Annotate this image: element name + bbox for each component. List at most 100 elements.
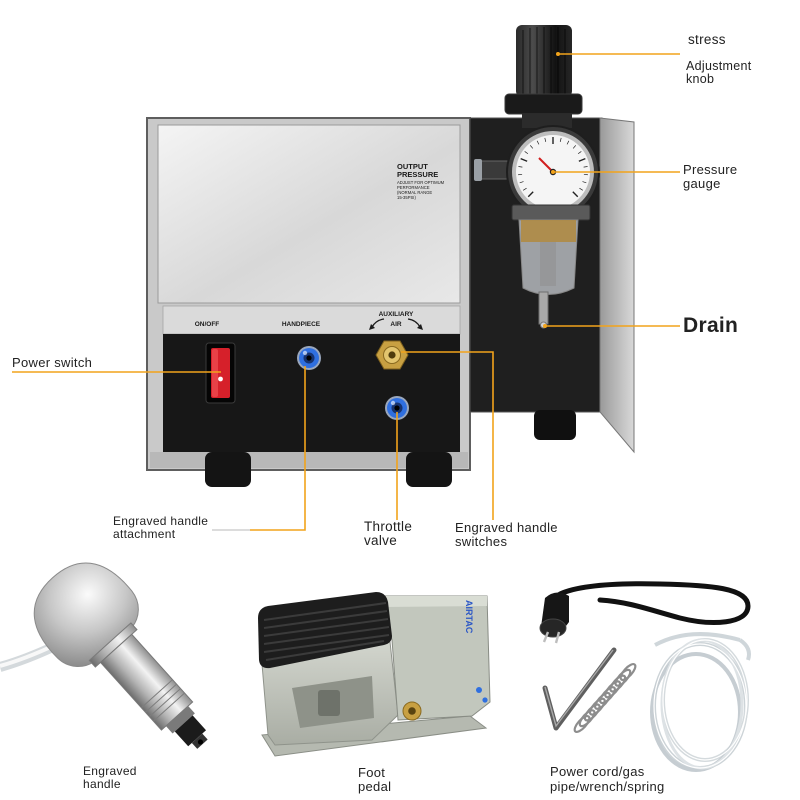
fine-print-line: PERFORMANCE (397, 185, 430, 190)
callout-drain: Drain (683, 314, 739, 337)
pedal-brass-fitting-hole (408, 707, 416, 715)
machine-foot (406, 452, 452, 487)
output-pressure-line: PRESSURE (397, 170, 438, 179)
power-switch (205, 342, 236, 404)
callout-line: gauge (683, 176, 721, 191)
callout-line: Engraved handle (113, 514, 209, 528)
handpiece-label: HANDPIECE (282, 321, 321, 328)
gauge-needle (538, 157, 554, 173)
gauge-tick (577, 151, 582, 155)
output-pressure-print: OUTPUT PRESSURE ADJUST FOR OPTIMUM PERFO… (397, 162, 445, 200)
accessory-foot-pedal: Foot pedal (358, 766, 391, 794)
callout-adjustment-knob: Adjustment knob (686, 60, 752, 86)
gauge-tick (579, 187, 584, 191)
gauge-tick (522, 187, 527, 191)
gauge-tick (559, 137, 562, 142)
callout-line: attachment (113, 527, 176, 541)
airtac-logo: AIRTAC (464, 600, 474, 634)
gauge-tick (519, 181, 524, 184)
callout-line: knob (686, 72, 715, 86)
spring-coil (583, 703, 601, 722)
accessory-line: Engraved (83, 764, 137, 778)
accessories (539, 581, 751, 772)
gauge-tick (572, 145, 576, 149)
gauge-tick (582, 181, 587, 184)
valve-side-plug (482, 697, 488, 703)
leader-line-handle-attachment (250, 366, 306, 531)
knob-ribs (522, 27, 566, 95)
accessory-engraved-handle: Engraved handle (83, 765, 137, 791)
front-top-panel (157, 124, 461, 304)
leader-line-handle-switches (401, 351, 494, 520)
callout-line: Throttle (364, 519, 413, 534)
filter-core (540, 242, 556, 286)
handle-tip-hole (197, 739, 204, 745)
callout-line: switches (455, 534, 508, 549)
drain-valve (538, 291, 549, 325)
callout-throttle-valve: Throttle valve (364, 520, 412, 548)
spring-coil (599, 686, 616, 705)
valve-top-face (380, 596, 487, 607)
callout-line: Adjustment (686, 59, 752, 73)
label-strip (162, 305, 461, 335)
elbow-fitting (477, 160, 511, 180)
curved-arrow-left-icon (369, 324, 375, 330)
leader-lines (12, 52, 680, 531)
gauge-ticks (518, 137, 588, 198)
gauge-tick (583, 166, 588, 168)
foot-pedal: AIRTAC (258, 592, 491, 757)
accessory-line: Foot (358, 765, 386, 780)
callout-power-switch: Power switch (12, 355, 93, 370)
handle-collet (174, 715, 207, 747)
filter-body (511, 204, 591, 221)
callout-line: Engraved handle (455, 520, 558, 535)
gauge-tick (520, 157, 528, 162)
engraved-handle (0, 562, 208, 749)
spring-coil (588, 697, 606, 716)
gas-pipe (650, 632, 751, 772)
leader-dot (556, 52, 560, 56)
accessory-line: Power cord/gas (550, 764, 645, 779)
on-off-label: ON/OFF (195, 321, 220, 328)
callout-handle-switches: Engraved handle switches (455, 521, 558, 549)
leader-dot (551, 170, 555, 174)
callout-line: valve (364, 533, 398, 548)
auxiliary-air-fitting (375, 340, 409, 370)
gauge-tick (578, 157, 586, 162)
spring (573, 663, 637, 733)
engraving-machine: OUTPUT PRESSURE ADJUST FOR OPTIMUM PERFO… (146, 25, 635, 487)
valve-side-plug (476, 687, 482, 693)
spring-coil (573, 715, 591, 733)
throttle-connector (385, 396, 409, 420)
filter-element (521, 220, 576, 242)
curved-arrow-right-icon (417, 324, 423, 330)
fine-print-line: ADJUST FOR OPTIMUM (397, 180, 445, 185)
side-wall (599, 117, 635, 454)
spring-coil (578, 709, 596, 728)
gauge-tick (566, 140, 570, 145)
gauge-tick (572, 191, 579, 198)
callout-stress: stress (688, 32, 726, 47)
spring-coil (594, 691, 611, 710)
spring-coil (619, 663, 637, 681)
spring-coil (614, 668, 632, 687)
fine-print-line: (NORMAL RANGE (397, 190, 432, 195)
accessory-line: pipe/wrench/spring (550, 779, 665, 794)
machine-foot (205, 452, 251, 487)
fine-print-line: 15-35PSI) (397, 195, 416, 200)
auxiliary-label: AUXILIARY (379, 311, 414, 318)
gauge-tick (544, 137, 547, 142)
accessory-power-cord: Power cord/gas pipe/wrench/spring (550, 764, 665, 794)
machine-foot (534, 410, 576, 440)
gauge-tick (518, 166, 523, 168)
spring-coil (604, 680, 622, 699)
callout-pressure-gauge: Pressure gauge (683, 163, 737, 191)
pedal-pad-ribs (263, 602, 390, 661)
callout-handle-attachment: Engraved handle attachment (113, 515, 208, 541)
output-pressure-line: OUTPUT (397, 162, 428, 171)
gauge-tick (530, 145, 534, 149)
regulator-neck (522, 114, 572, 128)
power-cord (557, 581, 751, 625)
